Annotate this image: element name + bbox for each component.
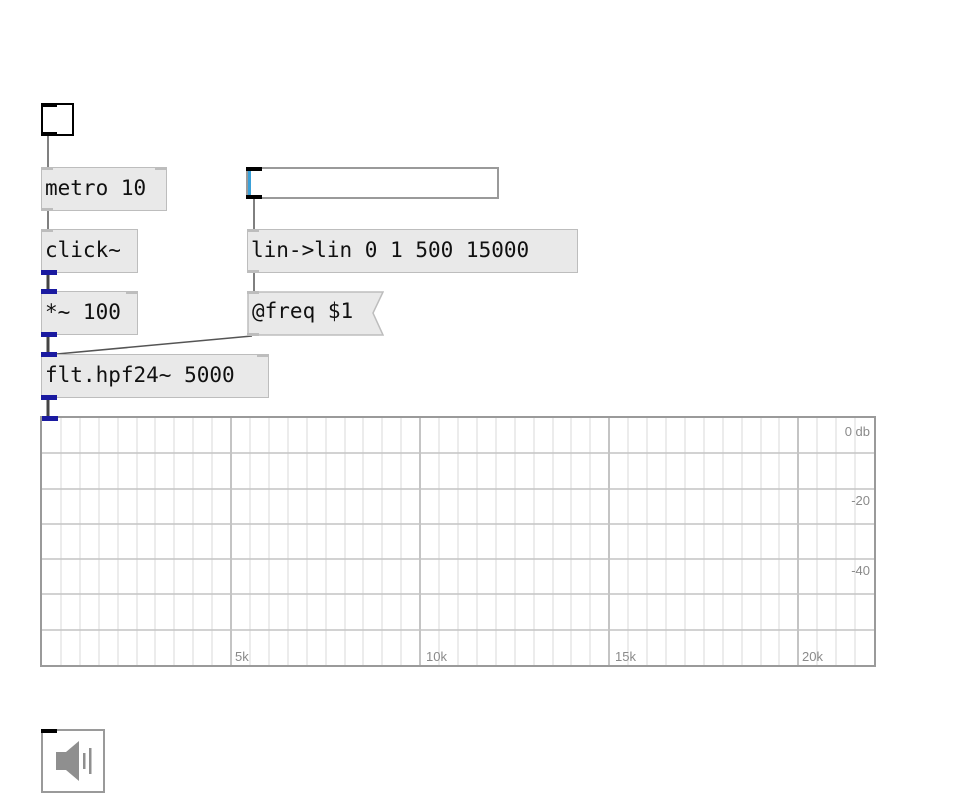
graph-inlet: [42, 416, 58, 421]
spectrum-graph: 0 db -20 -40 5k 10k 15k 20k: [40, 416, 876, 667]
graph-grid: [42, 418, 874, 665]
db-label-0: 0 db: [844, 424, 870, 439]
click-outlet: [41, 270, 57, 275]
metro-outlet: [41, 208, 53, 211]
metro-inlet-left: [41, 167, 53, 170]
linlin-object-label: lin->lin 0 1 500 15000: [251, 238, 530, 262]
highpass-filter-object[interactable]: flt.hpf24~ 5000: [41, 352, 269, 400]
message-box-shape: [247, 291, 384, 336]
cord-msg-filter[interactable]: [45, 335, 253, 356]
metro-object-label: metro 10: [45, 176, 147, 200]
horizontal-slider[interactable]: [246, 167, 499, 199]
slider-outlet: [246, 195, 262, 199]
bang-outlet: [41, 132, 57, 136]
db-label-20: -20: [851, 493, 870, 508]
bang-inlet: [41, 103, 57, 107]
dac-inlet: [41, 729, 57, 733]
slider-inlet: [246, 167, 262, 171]
click-object-label: click~: [45, 238, 121, 262]
linlin-inlet: [247, 229, 259, 232]
bang-button[interactable]: [41, 103, 74, 136]
speaker-icon: [56, 741, 92, 781]
click-object[interactable]: click~: [41, 229, 138, 275]
multiply-inlet-left: [41, 289, 57, 294]
freq-message-label: @freq $1: [252, 299, 354, 323]
freq-label-20k: 20k: [802, 649, 823, 664]
dac-output[interactable]: [41, 729, 105, 793]
multiply-inlet-right: [126, 291, 138, 294]
linlin-outlet: [247, 270, 259, 273]
freq-label-10k: 10k: [426, 649, 447, 664]
filter-inlet-right: [257, 354, 269, 357]
freq-label-5k: 5k: [235, 649, 249, 664]
filter-outlet: [41, 395, 57, 400]
metro-object[interactable]: metro 10: [41, 167, 167, 211]
metro-inlet-right: [155, 167, 167, 170]
multiply-outlet: [41, 332, 57, 337]
linlin-object[interactable]: lin->lin 0 1 500 15000: [247, 229, 578, 273]
click-inlet: [41, 229, 53, 232]
multiply-object-label: *~ 100: [45, 300, 121, 324]
slider-knob[interactable]: [248, 169, 251, 197]
highpass-filter-object-label: flt.hpf24~ 5000: [45, 363, 235, 387]
multiply-object[interactable]: *~ 100: [41, 289, 138, 337]
filter-inlet-left: [41, 352, 57, 357]
freq-label-15k: 15k: [615, 649, 636, 664]
freq-message-box[interactable]: @freq $1: [247, 291, 384, 336]
db-label-40: -40: [851, 563, 870, 578]
